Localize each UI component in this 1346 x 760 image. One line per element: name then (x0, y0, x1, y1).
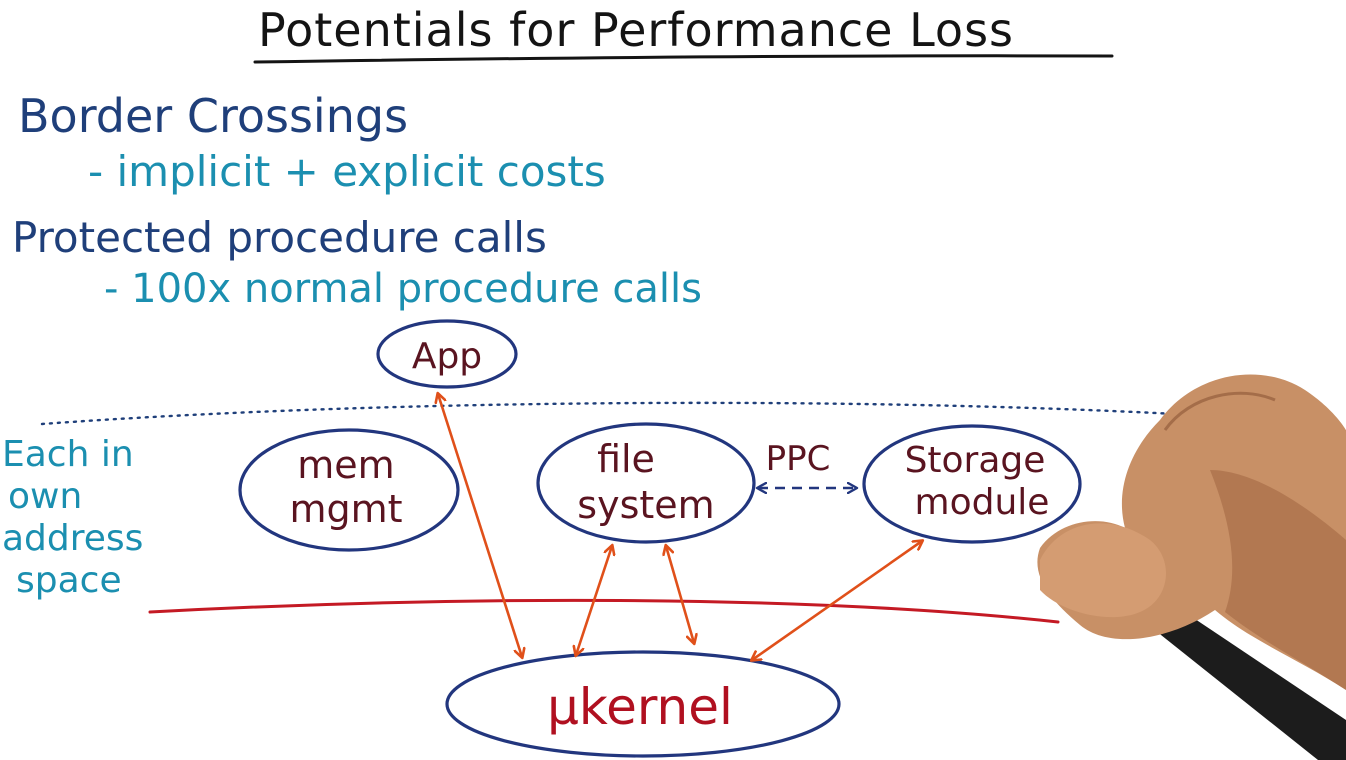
node-storage-module-line-1: Storage (905, 440, 1046, 481)
node-app-outline (376, 319, 518, 389)
node-mem-mgmt-line-2: mgmt (289, 487, 402, 531)
arrow-filesystem-kernel-2 (666, 546, 694, 643)
kernel-boundary-line (148, 598, 1060, 624)
node-file-system-outline (536, 422, 756, 544)
node-app: App (376, 319, 518, 389)
side-note: Each in own address space (2, 434, 143, 601)
node-microkernel-outline (445, 650, 841, 758)
node-storage-module-line-2: module (915, 482, 1050, 523)
hand-shadow (1210, 470, 1346, 690)
node-microkernel: μkernel (445, 650, 841, 758)
arrow-filesystem-kernel-1 (576, 546, 612, 655)
node-mem-mgmt: mem mgmt (238, 428, 460, 552)
node-app-label: App (412, 336, 482, 377)
arrow-storage-kernel (752, 541, 922, 660)
hand-with-marker-image (1037, 374, 1346, 760)
side-note-line-1: Each in (2, 434, 134, 475)
node-file-system-line-1: file (597, 437, 655, 481)
side-note-line-3: address (2, 518, 143, 559)
node-microkernel-label: μkernel (547, 678, 733, 736)
finger-shape (1040, 523, 1167, 618)
page-title: Potentials for Performance Loss (258, 3, 1014, 57)
arrow-app-kernel (438, 394, 522, 657)
bullet-border-crossings: Border Crossings (18, 89, 408, 143)
user-space-boundary (40, 401, 1247, 426)
node-file-system-line-2: system (577, 483, 714, 527)
node-mem-mgmt-line-1: mem (297, 443, 394, 487)
node-file-system: file system (536, 422, 756, 544)
bullet-protected-procedure-calls: Protected procedure calls (12, 213, 547, 262)
title-underline (253, 54, 1114, 64)
side-note-line-4: space (16, 560, 122, 601)
bullet-100x-normal-calls: - 100x normal procedure calls (104, 266, 702, 312)
node-storage-module-outline (862, 424, 1082, 544)
ppc-label: PPC (766, 439, 831, 479)
bullet-implicit-explicit-costs: - implicit + explicit costs (88, 147, 606, 196)
node-storage-module: Storage module (862, 424, 1082, 544)
hand-knuckle (1163, 391, 1276, 431)
side-note-line-2: own (8, 476, 82, 517)
